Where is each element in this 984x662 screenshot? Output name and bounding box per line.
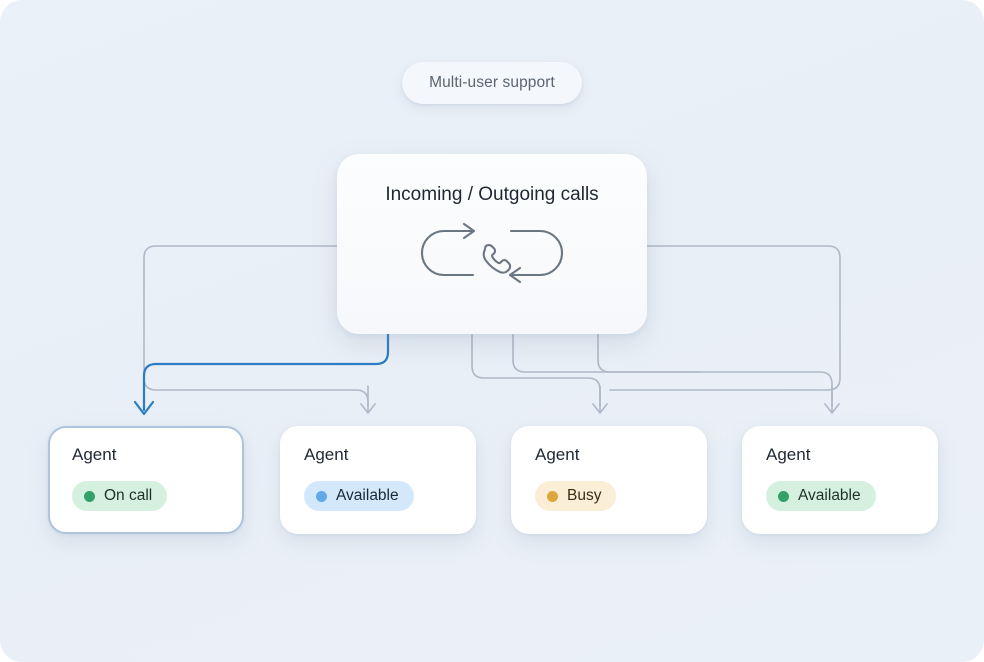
feature-pill: Multi-user support	[402, 62, 582, 104]
agent-card-3[interactable]: Agent Busy	[511, 426, 707, 534]
arrowhead-agent-4	[824, 385, 840, 414]
agent-name: Agent	[766, 445, 811, 464]
agent-status-badge: Available	[766, 481, 876, 511]
agent-status-badge: On call	[72, 481, 168, 511]
connector-left-outer	[143, 245, 369, 407]
agent-card-2[interactable]: Agent Available	[280, 426, 476, 534]
connector-active-agent-1	[142, 332, 390, 412]
incoming-outgoing-calls-card[interactable]: Incoming / Outgoing calls	[337, 154, 647, 334]
status-dot-icon	[547, 490, 558, 502]
agent-name: Agent	[304, 445, 349, 464]
status-dot-icon	[316, 490, 327, 502]
connector-inner-2	[471, 333, 601, 407]
feature-pill-label: Multi-user support	[429, 74, 555, 91]
connector-inner-3	[512, 333, 833, 407]
agent-card-4[interactable]: Agent Available	[742, 426, 938, 534]
arrowhead-agent-2	[360, 385, 376, 414]
connector-inner-4	[597, 333, 701, 373]
incoming-outgoing-calls-icon	[416, 222, 568, 301]
agent-status-label: Busy	[567, 487, 602, 504]
status-dot-icon	[778, 490, 789, 502]
agent-status-label: Available	[798, 487, 861, 504]
arrowhead-agent-3	[592, 385, 608, 414]
call-card-title: Incoming / Outgoing calls	[385, 184, 599, 205]
status-dot-icon	[84, 490, 95, 502]
agent-status-label: On call	[104, 487, 153, 504]
arrowhead-agent-1-active	[133, 400, 155, 416]
agent-status-badge: Available	[304, 481, 414, 511]
agent-status-label: Available	[336, 487, 399, 504]
agent-status-badge: Busy	[535, 481, 617, 511]
agent-card-1[interactable]: Agent On call	[48, 426, 244, 534]
agent-name: Agent	[535, 445, 580, 464]
agent-name: Agent	[72, 445, 117, 464]
